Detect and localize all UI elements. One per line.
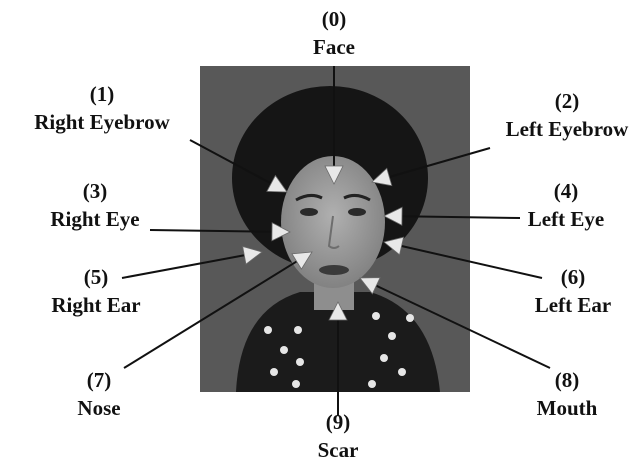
label-right-eyebrow-number: (1) xyxy=(34,83,170,105)
label-mouth-name: Mouth xyxy=(537,397,598,419)
label-right-eyebrow-name: Right Eyebrow xyxy=(34,111,170,133)
label-right-eye-name: Right Eye xyxy=(50,208,139,230)
label-face-number: (0) xyxy=(313,8,355,30)
label-right-ear: (5) Right Ear xyxy=(51,266,140,316)
label-right-eyebrow: (1) Right Eyebrow xyxy=(34,83,170,133)
label-mouth-number: (8) xyxy=(537,369,598,391)
label-nose-name: Nose xyxy=(77,397,120,419)
label-nose: (7) Nose xyxy=(77,369,120,419)
label-left-eyebrow: (2) Left Eyebrow xyxy=(506,90,629,140)
label-left-ear: (6) Left Ear xyxy=(535,266,611,316)
mouth xyxy=(319,265,349,275)
label-scar: (9) Scar xyxy=(318,411,359,461)
label-left-eye-name: Left Eye xyxy=(528,208,604,230)
label-nose-number: (7) xyxy=(77,369,120,391)
label-face-name: Face xyxy=(313,36,355,58)
label-scar-number: (9) xyxy=(318,411,359,433)
label-mouth: (8) Mouth xyxy=(537,369,598,419)
label-scar-name: Scar xyxy=(318,439,359,461)
label-left-eye: (4) Left Eye xyxy=(528,180,604,230)
label-left-eyebrow-name: Left Eyebrow xyxy=(506,118,629,140)
label-right-eye-number: (3) xyxy=(50,180,139,202)
label-right-eye: (3) Right Eye xyxy=(50,180,139,230)
right-eye xyxy=(300,208,318,216)
label-face: (0) Face xyxy=(313,8,355,58)
label-left-ear-name: Left Ear xyxy=(535,294,611,316)
label-left-ear-number: (6) xyxy=(535,266,611,288)
label-right-ear-name: Right Ear xyxy=(51,294,140,316)
label-right-ear-number: (5) xyxy=(51,266,140,288)
left-eye xyxy=(348,208,366,216)
label-left-eyebrow-number: (2) xyxy=(506,90,629,112)
label-left-eye-number: (4) xyxy=(528,180,604,202)
